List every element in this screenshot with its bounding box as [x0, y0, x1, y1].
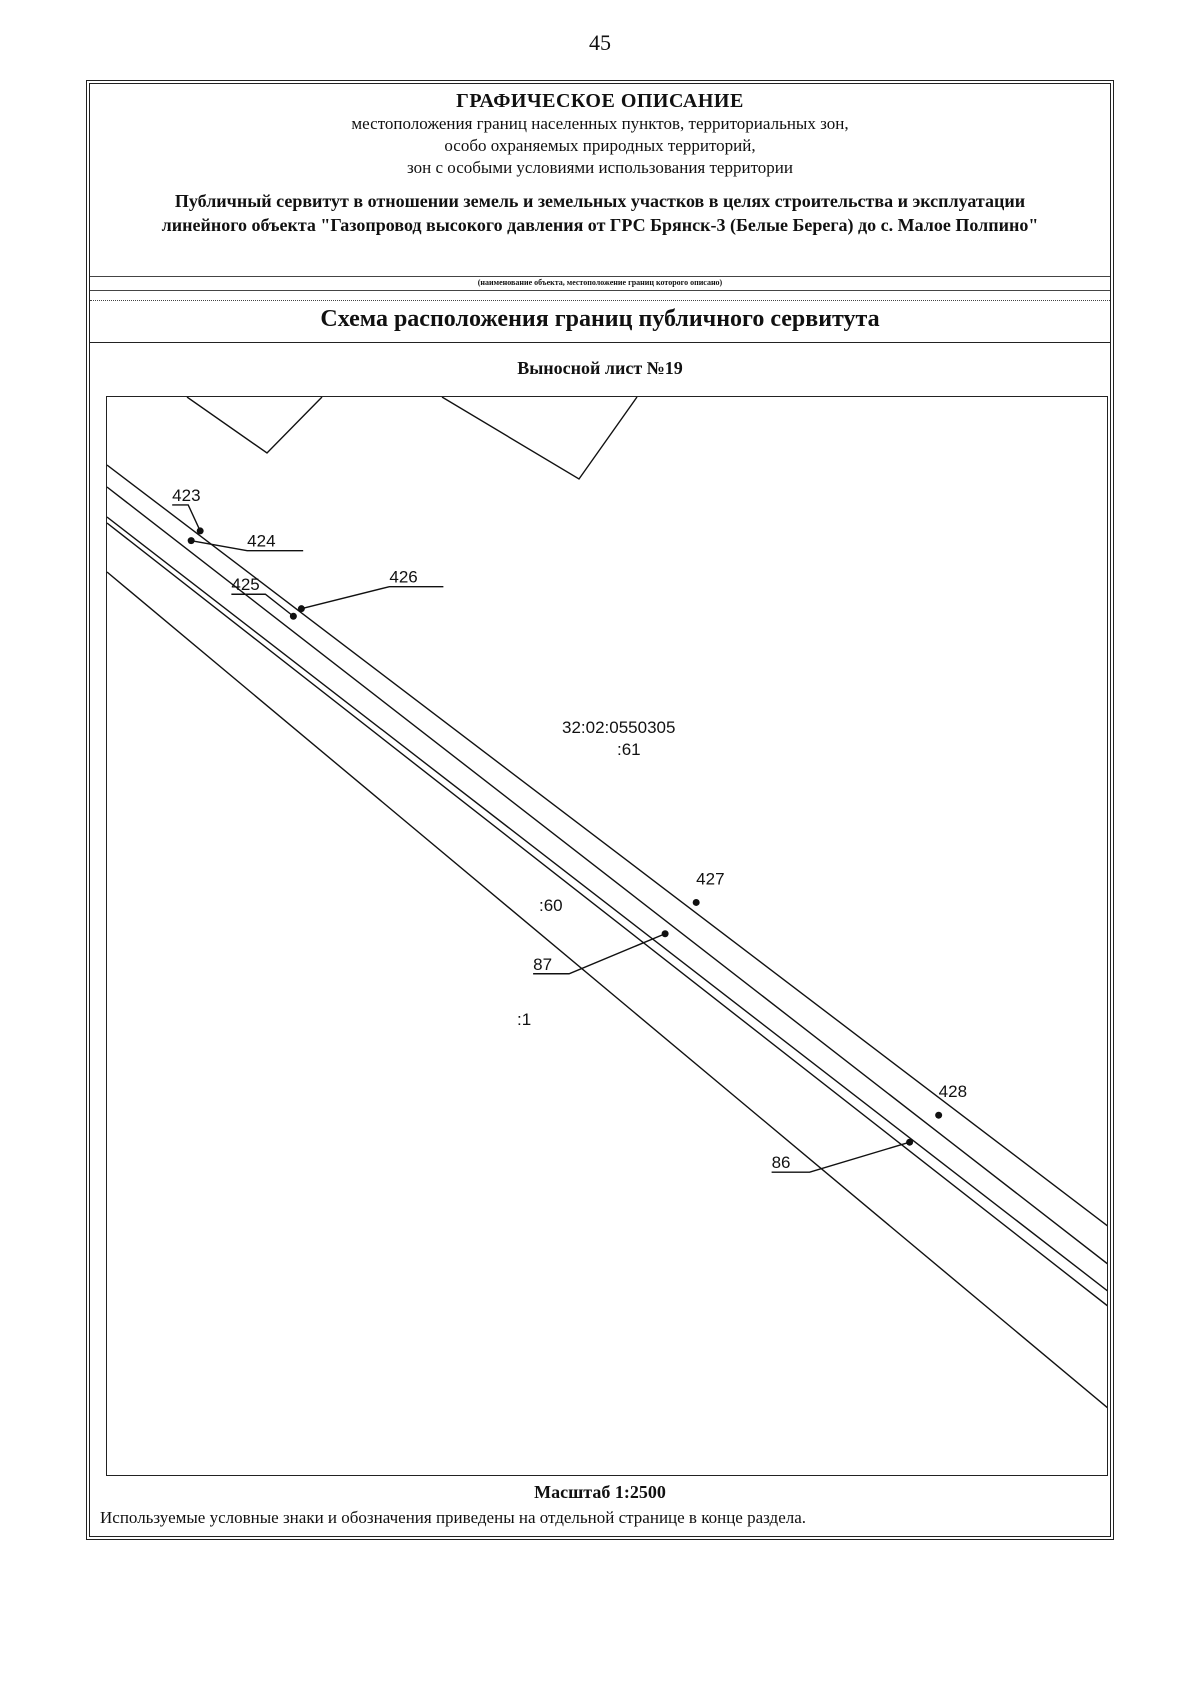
point-leader-423	[172, 504, 201, 532]
boundary-point-428	[935, 1111, 943, 1119]
legend-note: Используемые условные знаки и обозначени…	[100, 1508, 807, 1527]
point-label-424: 424	[247, 532, 275, 551]
object-name: Публичный сервитут в отношении земель и …	[161, 191, 1039, 235]
point-label-428: 428	[939, 1082, 967, 1101]
point-label-425: 425	[231, 575, 259, 594]
object-caption: (наименование объекта, местоположение гр…	[477, 278, 723, 287]
point-leader-425	[231, 593, 294, 617]
sheet-title: Выносной лист №19	[517, 358, 683, 378]
point-label-426: 426	[389, 568, 417, 587]
header-subtitle-line-1: местоположения границ населенных пунктов…	[351, 114, 849, 133]
boundary-line-5	[107, 571, 1107, 1409]
parcel-outline-top-center	[441, 397, 638, 480]
boundary-line-1	[107, 464, 1107, 1227]
parcel-label-61: :61	[617, 740, 641, 759]
boundary-point-427	[692, 898, 700, 906]
header-block: ГРАФИЧЕСКОЕ ОПИСАНИЕ местоположения гран…	[90, 84, 1110, 343]
dotted-rule	[90, 300, 1110, 301]
parcel-label-1: :1	[517, 1010, 531, 1029]
header-subtitle-line-3: зон с особыми условиями использования те…	[407, 158, 793, 177]
document-inner-frame: ГРАФИЧЕСКОЕ ОПИСАНИЕ местоположения гран…	[89, 83, 1111, 1537]
parcel-label-60: :60	[539, 896, 563, 915]
parcel-outline-top-left	[186, 397, 323, 454]
boundary-line-3	[107, 516, 1107, 1292]
boundary-line-2	[107, 486, 1107, 1265]
boundary-line-4	[107, 522, 1107, 1307]
point-label-87: 87	[533, 955, 552, 974]
point-leader-426	[301, 585, 444, 610]
boundary-points-layer: 423 424 425 426 427 87 428 86	[172, 486, 967, 1173]
point-leader-86	[771, 1141, 910, 1173]
header-title: ГРАФИЧЕСКОЕ ОПИСАНИЕ	[456, 90, 744, 112]
scale-label: Масштаб 1:2500	[534, 1482, 666, 1502]
object-underline	[90, 276, 1110, 277]
caption-rule	[90, 290, 1110, 291]
point-leader-87	[533, 933, 666, 975]
scheme-title: Схема расположения границ публичного сер…	[320, 306, 880, 332]
boundary-point-86	[906, 1138, 914, 1146]
point-label-427: 427	[696, 869, 724, 888]
page-number: 45	[589, 30, 611, 55]
map-canvas: 423 424 425 426 427 87 428 86 32:02:0550305 :61…	[107, 397, 1107, 1409]
point-label-86: 86	[772, 1153, 791, 1172]
point-label-423: 423	[172, 486, 200, 505]
map-frame: 423 424 425 426 427 87 428 86 32:02:0550305 :61…	[106, 396, 1108, 1476]
header-subtitle-line-2: особо охраняемых природных территорий,	[444, 136, 756, 155]
cadastral-quarter-label: 32:02:0550305	[562, 718, 675, 737]
point-leader-424	[191, 539, 304, 552]
document-frame: ГРАФИЧЕСКОЕ ОПИСАНИЕ местоположения гран…	[86, 80, 1114, 1540]
